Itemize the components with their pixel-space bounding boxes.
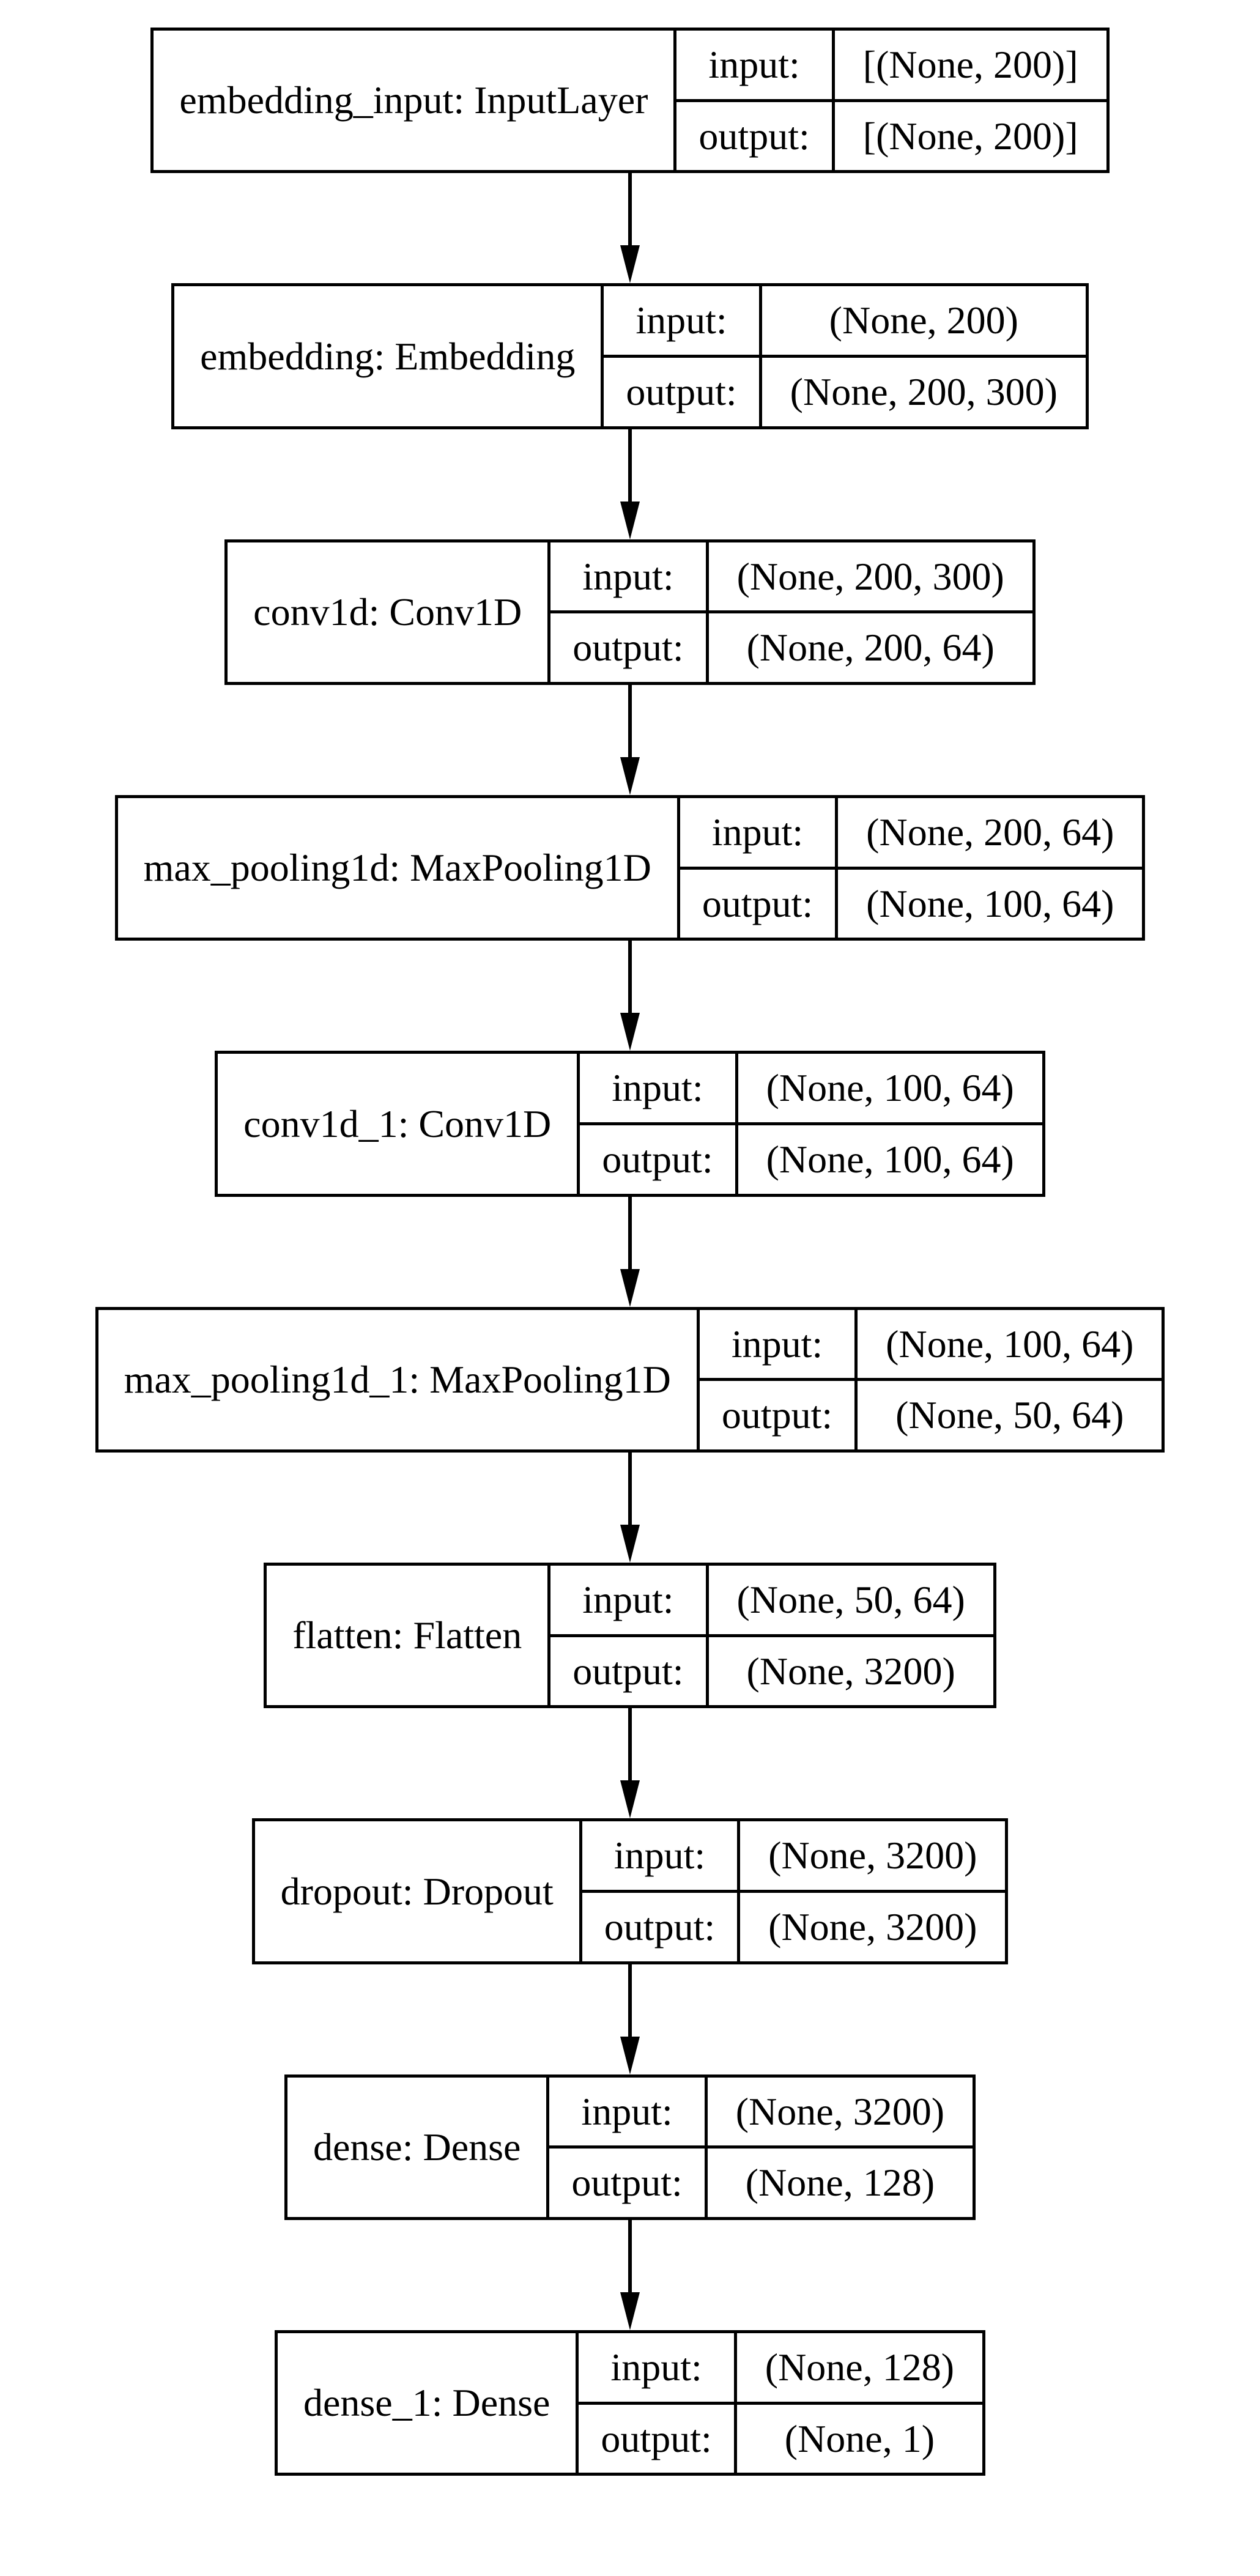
input-label: input: — [577, 1051, 738, 1126]
layer-node-conv1d-1: conv1d_1: Conv1D input: (None, 100, 64) … — [215, 1051, 1045, 1197]
output-label: output: — [676, 866, 839, 941]
layer-node-max-pooling1d: max_pooling1d: MaxPooling1D input: (None… — [114, 795, 1146, 941]
arrow-connector — [620, 1964, 640, 2074]
arrow-head-icon — [620, 1525, 640, 1563]
output-label: output: — [576, 2401, 737, 2476]
arrow-head-icon — [620, 1013, 640, 1051]
input-shape: (None, 3200) — [737, 1818, 1009, 1893]
layer-node-dropout: dropout: Dropout input: (None, 3200) out… — [251, 1818, 1009, 1964]
layer-name: flatten: Flatten — [264, 1563, 551, 1709]
arrow-shaft — [628, 685, 632, 758]
arrow-head-icon — [620, 1268, 640, 1307]
layer-node-dense-1: dense_1: Dense input: (None, 128) output… — [274, 2330, 986, 2476]
input-label: input: — [546, 2074, 708, 2149]
arrow-connector — [620, 1196, 640, 1307]
arrow-head-icon — [620, 2036, 640, 2074]
output-label: output: — [673, 98, 835, 174]
output-label: output: — [547, 1634, 709, 1709]
output-label: output: — [579, 1890, 741, 1964]
layer-name: dense: Dense — [284, 2074, 550, 2221]
layer-name: conv1d: Conv1D — [224, 539, 551, 686]
layer-node-dense: dense: Dense input: (None, 3200) output:… — [284, 2074, 976, 2221]
output-shape: (None, 3200) — [705, 1634, 996, 1709]
layer-name: embedding: Embedding — [171, 283, 604, 429]
input-shape: (None, 128) — [733, 2330, 986, 2405]
input-shape: (None, 50, 64) — [705, 1563, 996, 1637]
output-shape: (None, 100, 64) — [735, 1122, 1045, 1197]
arrow-connector — [620, 685, 640, 796]
layer-node-conv1d: conv1d: Conv1D input: (None, 200, 300) o… — [224, 539, 1036, 686]
layer-name: dropout: Dropout — [251, 1818, 582, 1964]
input-label: input: — [696, 1306, 858, 1382]
output-shape: (None, 1) — [733, 2401, 986, 2476]
arrow-connector — [620, 2220, 640, 2331]
input-label: input: — [579, 1818, 741, 1893]
input-label: input: — [676, 795, 839, 870]
output-label: output: — [601, 355, 762, 429]
input-shape: (None, 3200) — [704, 2074, 976, 2149]
input-shape: (None, 200, 300) — [705, 539, 1036, 614]
arrow-connector — [620, 173, 640, 284]
arrow-head-icon — [620, 757, 640, 796]
input-shape: (None, 200) — [758, 283, 1089, 358]
layer-node-embedding: embedding: Embedding input: (None, 200) … — [171, 283, 1089, 429]
output-shape: [(None, 200)] — [831, 98, 1110, 174]
layer-name: conv1d_1: Conv1D — [215, 1051, 580, 1197]
input-shape: (None, 100, 64) — [735, 1051, 1045, 1126]
output-shape: (None, 200, 300) — [758, 355, 1089, 429]
input-label: input: — [576, 2330, 737, 2405]
arrow-connector — [620, 429, 640, 539]
output-shape: (None, 50, 64) — [854, 1378, 1165, 1453]
arrow-shaft — [628, 1453, 632, 1525]
arrow-head-icon — [620, 245, 640, 284]
output-shape: (None, 3200) — [737, 1890, 1009, 1964]
output-shape: (None, 128) — [704, 2145, 976, 2221]
arrow-head-icon — [620, 1780, 640, 1819]
output-label: output: — [546, 2145, 708, 2221]
arrow-connector — [620, 1708, 640, 1819]
input-label: input: — [547, 539, 709, 614]
layer-name: max_pooling1d: MaxPooling1D — [114, 795, 680, 941]
input-label: input: — [673, 28, 835, 102]
input-label: input: — [601, 283, 762, 358]
output-shape: (None, 200, 64) — [705, 610, 1036, 686]
arrow-shaft — [628, 1708, 632, 1781]
input-shape: (None, 200, 64) — [835, 795, 1146, 870]
output-label: output: — [696, 1378, 858, 1453]
arrow-connector — [620, 1453, 640, 1563]
arrow-shaft — [628, 429, 632, 502]
layer-name: dense_1: Dense — [274, 2330, 579, 2476]
output-label: output: — [577, 1122, 738, 1197]
arrow-connector — [620, 941, 640, 1051]
arrow-shaft — [628, 1196, 632, 1269]
layer-name: max_pooling1d_1: MaxPooling1D — [95, 1306, 700, 1453]
arrow-shaft — [628, 173, 632, 246]
layer-node-max-pooling1d-1: max_pooling1d_1: MaxPooling1D input: (No… — [95, 1306, 1165, 1453]
arrow-shaft — [628, 1964, 632, 2037]
input-shape: (None, 100, 64) — [854, 1306, 1165, 1382]
layer-node-embedding-input: embedding_input: InputLayer input: [(Non… — [150, 27, 1110, 174]
layer-name: embedding_input: InputLayer — [150, 27, 677, 174]
output-label: output: — [547, 610, 709, 686]
output-shape: (None, 100, 64) — [835, 866, 1146, 941]
input-label: input: — [547, 1563, 709, 1637]
arrow-shaft — [628, 941, 632, 1013]
input-shape: [(None, 200)] — [831, 28, 1110, 102]
arrow-head-icon — [620, 2292, 640, 2331]
arrow-shaft — [628, 2220, 632, 2293]
arrow-head-icon — [620, 501, 640, 539]
layer-node-flatten: flatten: Flatten input: (None, 50, 64) o… — [264, 1563, 996, 1709]
